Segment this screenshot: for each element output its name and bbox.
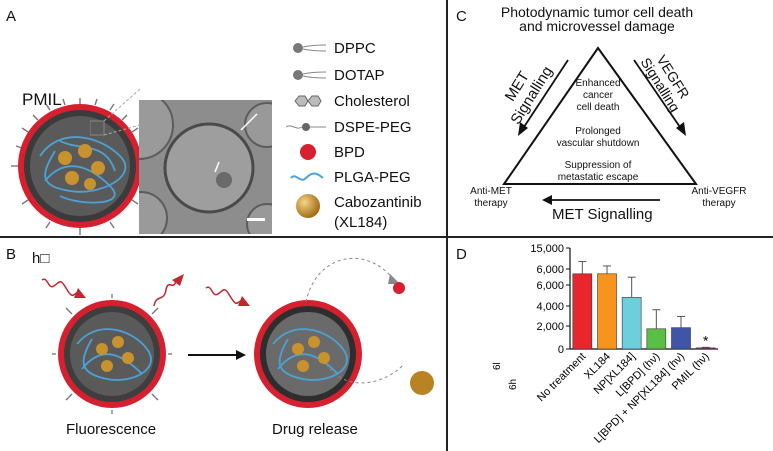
pmil-particle-illustration (11, 98, 149, 235)
cholesterol-icon (294, 95, 322, 107)
panel-b-label: B (6, 246, 17, 263)
legend-plga-peg: PLGA-PEG (334, 169, 411, 186)
bar (671, 327, 691, 350)
panel-b: B h□ Fluorescence Drug release (0, 238, 446, 451)
light-wave-icon-2 (205, 286, 250, 306)
panel-d-label: D (456, 246, 467, 263)
y-label-fragment: 6h (508, 379, 519, 390)
panel-c-label: C (456, 8, 467, 25)
y-tick-label: 4,000 (536, 301, 564, 313)
pmil-fluorescence-particle (52, 294, 172, 414)
panel-c: C Photodynamic tumor cell death and micr… (448, 0, 773, 236)
y-tick-label: 2,000 (536, 321, 564, 333)
y-tick-label: 0 (558, 344, 564, 356)
legend-dotap: DOTAP (334, 67, 385, 84)
center-text-2: Prolonged vascular shutdown (556, 126, 640, 149)
released-drug-icon (410, 371, 434, 395)
cryo-tem-image (139, 100, 272, 234)
x-tick-label: No treatment (535, 351, 588, 404)
center-text-1: Enhanced cancer cell death (575, 78, 621, 113)
cabozantinib-icon (296, 194, 320, 218)
drug-release-caption: Drug release (272, 421, 358, 438)
legend-cholesterol: Cholesterol (334, 93, 410, 110)
anti-met-label: Anti-MET therapy (470, 186, 512, 209)
legend-bpd: BPD (334, 144, 365, 161)
bar (572, 273, 593, 350)
center-text-3: Suppression of metastatic escape (557, 160, 639, 183)
fluorescence-caption: Fluorescence (66, 421, 157, 438)
triangle-title-line2: and microvessel damage (519, 18, 675, 34)
fluorescence-wave-icon (153, 274, 184, 307)
bpd-icon (300, 144, 316, 160)
triangle-diagram (502, 46, 698, 205)
plga-peg-icon (290, 172, 324, 181)
pmil-release-particle (254, 300, 362, 408)
arrow-right-icon (188, 350, 246, 360)
y-tick-label: 6,000 (536, 264, 564, 276)
y-label-fragment: 6l (492, 362, 503, 370)
horizontal-divider (0, 236, 773, 238)
panel-a-label: A (6, 8, 17, 25)
legend-dspe-peg: DSPE-PEG (334, 119, 412, 136)
anti-vegfr-label: Anti-VEGFR therapy (691, 186, 747, 209)
dppc-lipid-icon (293, 43, 327, 53)
y-tick-label: 15,000 (530, 243, 564, 255)
legend-xl184: (XL184) (334, 214, 388, 231)
dspe-peg-icon (286, 123, 326, 131)
light-label: h□ (32, 250, 50, 267)
bar (597, 273, 617, 350)
vertical-divider (446, 0, 448, 451)
zoom-lines (90, 88, 141, 136)
pmil-label: PMIL (22, 90, 62, 109)
legend-dppc: DPPC (334, 40, 376, 57)
release-paths (305, 257, 405, 384)
y-tick-label: 6,000 (536, 280, 564, 292)
legend-cabozantinib: Cabozantinib (334, 194, 422, 211)
significance-star: * (703, 332, 709, 348)
bar (621, 297, 642, 350)
met-signalling-bottom: MET Signalling (552, 206, 653, 223)
bar (646, 328, 667, 350)
light-wave-icon (41, 278, 86, 298)
dotap-lipid-icon (293, 70, 327, 80)
panel-a: A PMIL (0, 0, 446, 236)
triangle-title-line1: Photodynamic tumor cell death (500, 4, 694, 20)
